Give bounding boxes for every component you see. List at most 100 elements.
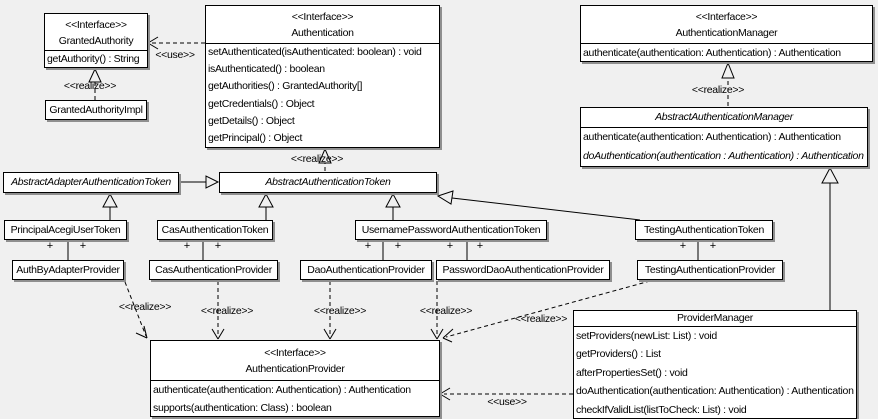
realize-abstractauthenticationmanager-authenticationmanager — [721, 61, 735, 106]
class-authentication[interactable]: <<Interface>> Authentication setAuthenti… — [205, 5, 440, 148]
realize-authbyadapterprovider-authenticationprovider — [124, 281, 148, 339]
method-label: getDetails() : Object — [208, 114, 295, 127]
plus-marker: + — [709, 240, 717, 252]
class-name: DaoAuthenticationProvider — [307, 264, 425, 276]
realize-passworddaoprovider-authenticationprovider — [430, 281, 444, 340]
method-label: getAuthorities() : GrantedAuthority[] — [208, 80, 363, 93]
gen-providermanager-abstractauthenticationmanager — [821, 166, 839, 310]
class-name: CasAuthenticationToken — [161, 224, 269, 236]
realize-label: <<realize>> — [200, 305, 254, 317]
plus-marker: + — [446, 240, 454, 252]
class-name: CasAuthenticationProvider — [155, 264, 272, 276]
class-authentication-manager[interactable]: <<Interface>> AuthenticationManager auth… — [580, 5, 873, 62]
class-name: AuthenticationProvider — [245, 363, 345, 375]
stereotype-label: <<Interface>> — [65, 19, 127, 31]
class-cas-authentication-provider[interactable]: CasAuthenticationProvider — [149, 260, 278, 280]
class-cas-authentication-token[interactable]: CasAuthenticationToken — [157, 220, 273, 240]
method-label: authenticate(authentication: Authenticat… — [583, 131, 841, 143]
class-name: PasswordDaoAuthenticationProvider — [442, 264, 604, 276]
realize-grantedauthorityimpl-grantedauthority — [88, 67, 102, 100]
plus-marker: + — [364, 240, 372, 252]
method-label: checkIfValidList(listToCheck: List) : vo… — [576, 403, 747, 416]
plus-marker: + — [46, 240, 54, 252]
stereotype-label: <<Interface>> — [291, 11, 354, 23]
class-name: GrantedAuthority — [58, 35, 134, 47]
class-granted-authority-impl[interactable]: GrantedAuthorityImpl — [45, 100, 147, 120]
class-testing-authentication-token[interactable]: TestingAuthenticationToken — [635, 220, 773, 240]
plus-marker: + — [476, 240, 484, 252]
method-label: setProviders(newList: List) : void — [576, 330, 717, 342]
realize-label: <<realize>> — [419, 305, 473, 317]
class-header: <<Interface>> GrantedAuthority — [45, 14, 147, 51]
method-label: supports(authentication: Class) : boolea… — [153, 402, 332, 414]
method-label: getCredentials() : Object — [208, 97, 315, 110]
stereotype-label: <<Interface>> — [264, 347, 326, 359]
realize-casprovider-authenticationprovider — [211, 281, 225, 340]
class-username-password-authentication-token[interactable]: UsernamePasswordAuthenticationToken — [355, 220, 547, 240]
realize-label: <<realize>> — [691, 84, 745, 96]
class-name: TestingAuthenticationToken — [643, 224, 765, 236]
use-authentication-grantedauthority — [147, 36, 205, 50]
class-name: TestingAuthenticationProvider — [644, 264, 776, 276]
class-name: AuthByAdapterProvider — [16, 264, 120, 276]
realize-daoprovider-authenticationprovider — [323, 281, 337, 340]
method-label: doAuthentication(authentication: Authent… — [576, 385, 854, 398]
class-abstract-authentication-manager[interactable]: AbstractAuthenticationManager authentica… — [580, 107, 868, 167]
method-label: afterPropertiesSet() : void — [576, 366, 688, 379]
class-name: AbstractAuthenticationToken — [265, 176, 391, 188]
class-name: AbstractAdapterAuthenticationToken — [11, 176, 171, 188]
use-providermanager-authenticationprovider — [439, 387, 573, 401]
class-granted-authority[interactable]: <<Interface>> GrantedAuthority getAuthor… — [44, 13, 148, 68]
plus-marker: + — [214, 240, 222, 252]
realize-label: <<realize>> — [514, 313, 568, 325]
class-provider-manager[interactable]: ProviderManager setProviders(newList: Li… — [573, 310, 857, 419]
method-label: getProviders() : List — [576, 348, 661, 361]
stereotype-label: <<Interface>> — [695, 11, 758, 23]
gen-usernamepasswordtoken-abstracttoken — [385, 192, 401, 221]
realize-label: <<realize>> — [118, 301, 172, 313]
method-label: setAuthenticated(isAuthenticated: boolea… — [208, 46, 422, 58]
use-label: <<use>> — [155, 49, 195, 61]
class-header: ProviderManager — [574, 311, 856, 327]
use-label: <<use>> — [487, 396, 527, 408]
realize-testingprovider-authenticationprovider — [442, 280, 651, 343]
class-auth-by-adapter-provider[interactable]: AuthByAdapterProvider — [12, 260, 124, 280]
method-label: isAuthenticated() : boolean — [208, 63, 325, 76]
realize-label: <<realize>> — [63, 80, 117, 92]
plus-marker: + — [183, 240, 191, 252]
realize-label: <<realize>> — [290, 153, 344, 165]
class-principal-acegi-user-token[interactable]: PrincipalAcegiUserToken — [4, 220, 127, 240]
gen-abstractadaptertoken-abstracttoken — [179, 175, 220, 189]
class-name: ProviderManager — [676, 312, 754, 324]
class-name: PrincipalAcegiUserToken — [10, 224, 121, 236]
gen-testingtoken-abstracttoken — [436, 190, 641, 221]
realize-label: <<realize>> — [313, 305, 367, 317]
plus-marker: + — [679, 240, 687, 252]
class-abstract-adapter-authentication-token[interactable]: AbstractAdapterAuthenticationToken — [3, 172, 179, 193]
method-label: getPrincipal() : Object — [208, 132, 303, 145]
plus-marker: + — [79, 240, 87, 252]
plus-marker: + — [394, 240, 402, 252]
class-header: AbstractAuthenticationManager — [581, 108, 867, 128]
class-header: <<Interface>> AuthenticationProvider — [151, 341, 439, 381]
class-name: GrantedAuthorityImpl — [49, 104, 143, 116]
class-header: <<Interface>> Authentication — [206, 6, 439, 44]
class-name: Authentication — [291, 27, 354, 39]
class-testing-authentication-provider[interactable]: TestingAuthenticationProvider — [637, 260, 783, 280]
class-header: <<Interface>> AuthenticationManager — [581, 6, 872, 44]
class-name: AuthenticationManager — [675, 27, 778, 39]
method-label: authenticate(authentication: Authenticat… — [583, 47, 841, 59]
class-dao-authentication-provider[interactable]: DaoAuthenticationProvider — [300, 260, 432, 280]
class-password-dao-authentication-provider[interactable]: PasswordDaoAuthenticationProvider — [436, 260, 610, 280]
realize-abstractauthenticationtoken-authentication — [318, 147, 332, 171]
class-name: AbstractAuthenticationManager — [655, 111, 793, 123]
class-abstract-authentication-token[interactable]: AbstractAuthenticationToken — [219, 172, 437, 193]
class-authentication-provider[interactable]: <<Interface>> AuthenticationProvider aut… — [150, 340, 440, 417]
class-name: UsernamePasswordAuthenticationToken — [361, 224, 541, 236]
gen-principaltoken-abstractadaptertoken — [102, 192, 118, 221]
method-label: doAuthentication(authentication : Authen… — [583, 150, 864, 162]
method-label: getAuthority() : String — [47, 53, 140, 65]
method-label: authenticate(authentication: Authenticat… — [153, 384, 411, 396]
